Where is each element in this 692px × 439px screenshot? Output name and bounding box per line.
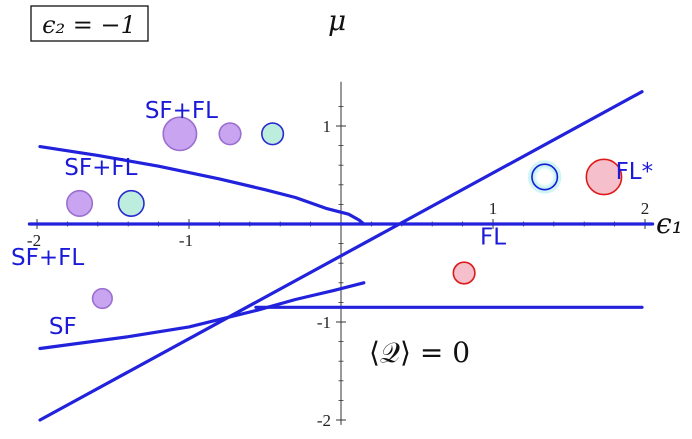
region-label: SF+FL (11, 245, 84, 271)
curve-upper-branch (38, 145, 366, 226)
x-tick-label: -2 (27, 231, 41, 250)
parameter-box-label: ϵ₂ = −1 (42, 11, 136, 39)
phase-marker (91, 287, 113, 310)
curve-diagonal (38, 90, 644, 422)
region-label: SF+FL (64, 155, 137, 181)
region-label: FL* (616, 159, 654, 185)
curve-lower-left-branch (38, 281, 366, 351)
phase-marker (261, 122, 285, 146)
tick-labels: -2 -1 1 2 1 -1 -2 (27, 117, 649, 430)
y-tick-label: -2 (317, 411, 331, 430)
region-label: FL (480, 225, 506, 251)
region-label: SF+FL (145, 98, 218, 124)
phase-marker (585, 158, 623, 196)
phase-marker (66, 189, 94, 217)
charge-annotation: ⟨𝒬⟩ = 0 (369, 336, 470, 369)
y-tick-label: 1 (323, 117, 332, 136)
phase-boundaries (27, 90, 655, 422)
x-axis-label: ϵ₁ (656, 207, 683, 240)
y-tick-label: -1 (317, 313, 331, 332)
parameter-box: ϵ₂ = −1 (30, 5, 149, 42)
region-label: SF (49, 314, 77, 340)
y-axis-label: μ (328, 4, 346, 37)
parameter-box-frame (30, 5, 149, 42)
region-labels: SF+FL SF+FL SF+FL SF FL FL* (11, 98, 653, 340)
phase-marker (452, 261, 476, 285)
phase-marker (162, 116, 198, 152)
phase-markers (66, 116, 623, 310)
x-tick-label: 2 (641, 199, 650, 218)
phase-marker (218, 122, 242, 146)
x-tick-label: -1 (179, 231, 193, 250)
x-tick-label: 1 (489, 199, 498, 218)
phase-marker (531, 163, 559, 191)
phase-marker (117, 189, 145, 217)
